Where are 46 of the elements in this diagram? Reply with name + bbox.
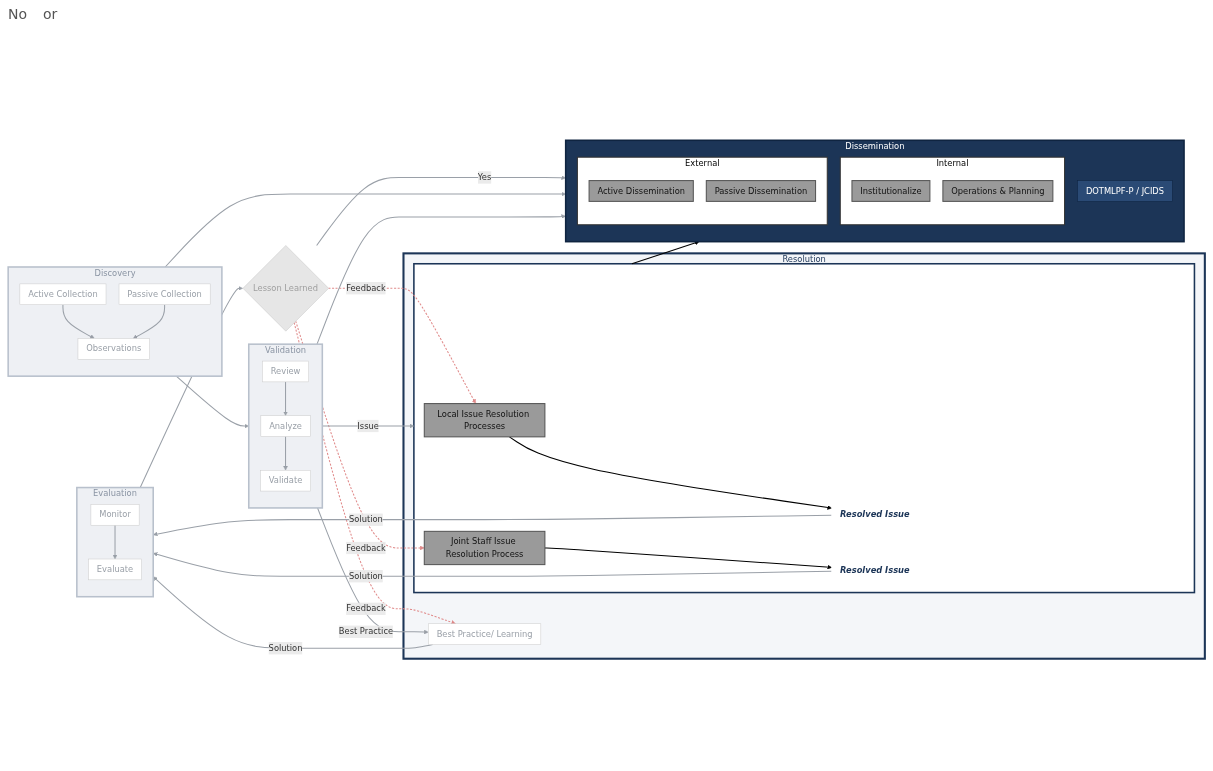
arrow [316, 174, 566, 246]
node-box: Active Dissemination [588, 179, 694, 202]
edge-label: Solution [349, 570, 383, 581]
node-box: DOTMLPF-P / JCIDS [1077, 179, 1173, 202]
node-box: Observations [77, 337, 150, 360]
node-box: Validate [260, 469, 311, 491]
node-box: Active Collection [19, 283, 107, 305]
cluster [413, 262, 1196, 593]
arrow [112, 524, 118, 559]
node-box: Local Issue Resolution Processes [423, 402, 546, 437]
arrow [283, 380, 288, 416]
arrow [317, 506, 429, 634]
note-text: No [8, 6, 28, 22]
node-box: Monitor [90, 503, 140, 525]
node-box: Passive Dissemination [705, 179, 817, 202]
edge-label: Best Practice [338, 625, 394, 636]
node-diamond: Lesson Learned [242, 244, 329, 331]
node-box: Evaluate [88, 558, 142, 580]
arrow [164, 191, 566, 267]
arrow [175, 375, 249, 428]
edge-label: Yes [477, 171, 492, 182]
arrow [153, 514, 833, 536]
node-text: Resolved Issue [840, 564, 910, 575]
edge-label: Solution [349, 513, 383, 524]
node-box: Joint Staff Issue Resolution Process [423, 530, 546, 565]
node-box: Analyze [260, 414, 311, 437]
edge-label: Feedback [346, 282, 386, 293]
edge-label: Feedback [346, 542, 386, 553]
arrow [544, 546, 832, 569]
arrow [316, 213, 566, 345]
arrow [508, 435, 832, 510]
arrow [283, 435, 288, 470]
arrow [631, 240, 700, 264]
edge-label: Feedback [346, 603, 386, 613]
arrow [153, 551, 833, 577]
arrow [62, 303, 95, 339]
node-box: Operations & Planning [942, 179, 1054, 202]
edge-label: Solution [268, 642, 303, 653]
arrow [132, 303, 166, 339]
node-box: Best Practice/ Learning [428, 623, 542, 645]
note-text: or [43, 6, 58, 22]
edge-label: Issue [357, 420, 379, 431]
node-text: Resolved Issue [840, 508, 910, 519]
node-box: Institutionalize [851, 179, 931, 202]
node-box: Review [262, 360, 309, 382]
node-box: Passive Collection [118, 283, 211, 305]
